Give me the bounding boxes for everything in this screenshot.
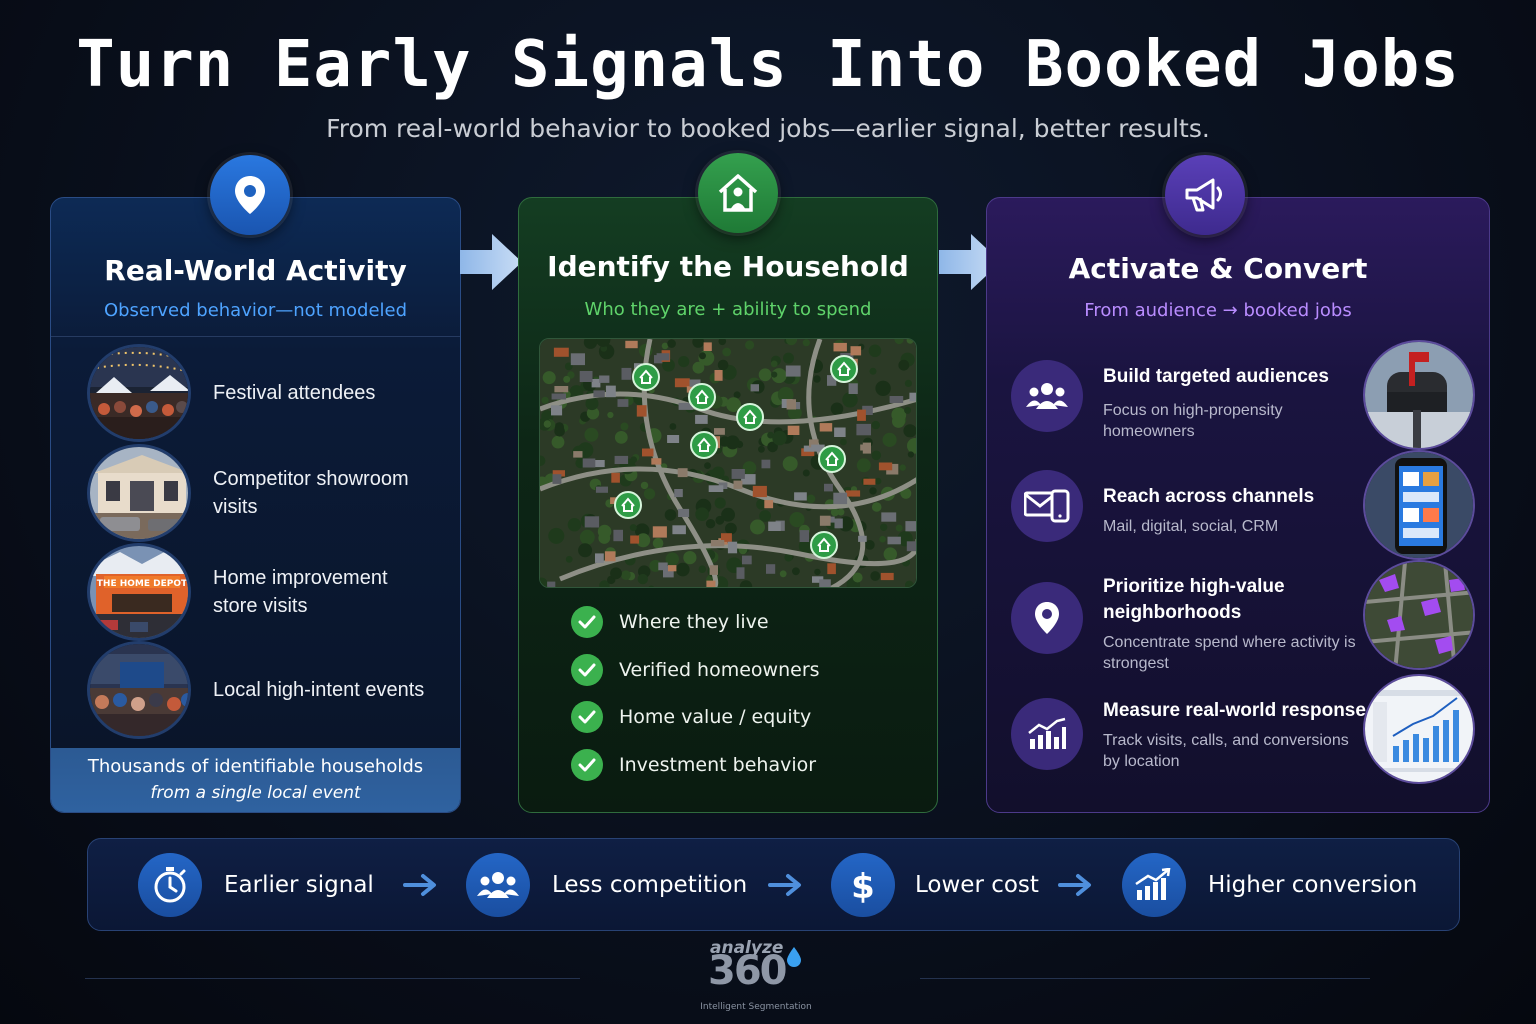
activity-item-events: Local high-intent events <box>87 641 433 739</box>
household-panel: Identify the Household Who they are + ab… <box>518 197 938 813</box>
house-person-icon <box>698 153 778 233</box>
activity-item-label: Home improvement store visits <box>213 567 388 617</box>
check-icon <box>571 701 603 733</box>
activity-footer: Thousands of identifiable households fro… <box>51 748 460 812</box>
house-pin-icon <box>818 445 846 473</box>
page-title: Turn Early Signals Into Booked Jobs <box>76 28 1460 102</box>
activate-item-title: Prioritize high-value neighborhoods <box>1103 576 1285 623</box>
benefit-arrow-1 <box>403 874 436 896</box>
flow-arrow-2 <box>939 234 1001 290</box>
check-icon <box>571 654 603 686</box>
festival-photo <box>87 344 191 442</box>
activity-item-label: Local high-intent events <box>213 679 425 701</box>
activity-item-label: Competitor showroom visits <box>213 468 409 518</box>
benefit-arrow-2 <box>768 874 801 896</box>
heatmap-neighborhood-photo <box>1363 560 1475 670</box>
activate-item-desc: Track visits, calls, and conversions by … <box>1103 732 1349 770</box>
check-icon <box>571 749 603 781</box>
flow-arrow-1 <box>460 234 522 290</box>
activate-panel: Activate & Convert From audience → booke… <box>986 197 1490 813</box>
growth-chart-icon <box>1122 853 1186 917</box>
water-drop-icon <box>787 947 801 967</box>
check-row: Where they live <box>571 606 769 638</box>
activity-panel: Real-World Activity Observed behavior—no… <box>50 197 461 813</box>
phone-app-photo <box>1363 450 1475 560</box>
benefit-label: Earlier signal <box>224 872 374 898</box>
check-label: Investment behavior <box>619 754 817 776</box>
check-icon <box>571 606 603 638</box>
benefit-arrow-3 <box>1058 874 1091 896</box>
activate-item-title: Build targeted audiences <box>1103 366 1329 387</box>
home-improvement-store-photo: THE HOME DEPOT <box>87 543 191 641</box>
check-row: Home value / equity <box>571 701 811 733</box>
household-subtitle: Who they are + ability to spend <box>584 299 872 320</box>
house-pin-icon <box>688 383 716 411</box>
svg-text:$: $ <box>851 867 875 905</box>
logo-tagline: Intelligent Segmentation <box>700 1002 812 1012</box>
check-row: Verified homeowners <box>571 654 820 686</box>
benefit-label: Lower cost <box>915 872 1039 898</box>
check-row: Investment behavior <box>571 749 816 781</box>
benefit-earlier-signal: Earlier signal <box>138 853 374 917</box>
house-pin-icon <box>830 355 858 383</box>
store-sign-text: THE HOME DEPOT <box>97 579 188 589</box>
activate-item-desc: Focus on high-propensity homeowners <box>1103 402 1283 440</box>
activity-subtitle: Observed behavior—not modeled <box>103 300 408 321</box>
activate-item-channels: Reach across channels Mail, digital, soc… <box>1011 450 1481 562</box>
activate-subtitle: From audience → booked jobs <box>1084 300 1352 321</box>
footer-line-right <box>920 978 1370 979</box>
benefit-less-competition: Less competition <box>466 853 747 917</box>
bar-chart-icon <box>1011 698 1083 770</box>
page-subtitle: From real-world behavior to booked jobs—… <box>326 114 1210 143</box>
house-pin-icon <box>614 491 642 519</box>
showroom-photo <box>87 444 191 542</box>
activate-item-title: Measure real-world response <box>1103 700 1366 721</box>
benefit-lower-cost: $ Lower cost <box>831 853 1039 917</box>
activate-item-desc: Mail, digital, social, CRM <box>1103 518 1279 535</box>
house-pin-icon <box>810 531 838 559</box>
check-label: Verified homeowners <box>619 659 820 681</box>
activate-item-neighborhoods: Prioritize high-value neighborhoods Conc… <box>1011 560 1481 674</box>
logo-brand-text: analyze <box>710 938 784 958</box>
activity-item-label: Festival attendees <box>213 382 376 404</box>
map-pin-icon <box>210 155 290 235</box>
neighborhood-map <box>539 338 917 588</box>
activity-divider <box>51 336 460 337</box>
activate-item-audiences: Build targeted audiences Focus on high-p… <box>1011 340 1481 452</box>
stopwatch-icon <box>138 853 202 917</box>
logo-number-text: 360 <box>708 948 787 994</box>
brand-logo: analyze 360 Intelligent Segmentation <box>690 938 850 1018</box>
house-pin-icon <box>736 403 764 431</box>
benefit-label: Less competition <box>552 872 748 898</box>
activity-footer-line1: Thousands of identifiable households <box>87 756 424 777</box>
benefits-bar: Earlier signal Less competition $ Lower … <box>87 838 1460 931</box>
activate-title: Activate & Convert <box>1068 252 1368 285</box>
check-label: Home value / equity <box>619 706 812 728</box>
house-pin-icon <box>632 363 660 391</box>
mailbox-photo <box>1363 340 1475 450</box>
people-icon <box>466 853 530 917</box>
house-pin-icon <box>690 431 718 459</box>
activate-item-measure: Measure real-world response Track visits… <box>1011 674 1481 786</box>
benefit-higher-conversion: Higher conversion <box>1122 853 1417 917</box>
activity-item-showroom: Competitor showroom visits <box>87 444 433 542</box>
dashboard-chart-photo <box>1363 674 1475 784</box>
activity-item-home-improvement: THE HOME DEPOT Home improvement store vi… <box>87 543 433 641</box>
activate-item-title: Reach across channels <box>1103 486 1315 507</box>
dollar-icon: $ <box>831 853 895 917</box>
local-event-photo <box>87 641 191 739</box>
location-pin-icon <box>1011 582 1083 654</box>
megaphone-icon <box>1165 155 1245 235</box>
activity-title: Real-World Activity <box>104 254 407 287</box>
audience-icon <box>1011 360 1083 432</box>
activity-item-festival: Festival attendees <box>87 344 433 442</box>
activity-footer-line2: from a single local event <box>150 783 361 803</box>
benefit-label: Higher conversion <box>1208 872 1418 898</box>
footer-line-left <box>85 978 580 979</box>
household-title: Identify the Household <box>547 250 909 283</box>
check-label: Where they live <box>619 611 769 633</box>
activate-item-desc: Concentrate spend where activity is stro… <box>1103 634 1356 672</box>
mail-phone-icon <box>1011 470 1083 542</box>
